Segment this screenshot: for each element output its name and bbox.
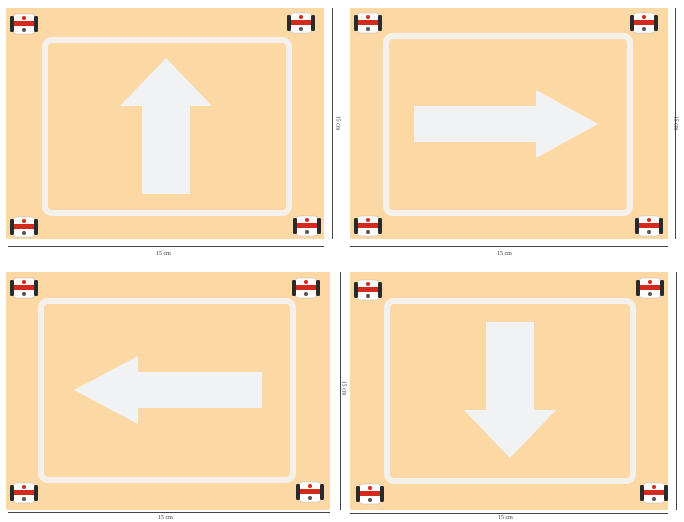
arrow-down-icon <box>460 320 560 460</box>
dimension-line-horizontal <box>350 513 668 514</box>
robot-icon <box>287 11 315 35</box>
robot-icon <box>354 214 382 238</box>
robot-icon <box>356 482 384 506</box>
robot-icon <box>10 12 38 36</box>
robot-icon <box>296 480 324 504</box>
robot-icon <box>10 215 38 239</box>
card-panel-up <box>6 8 324 239</box>
robot-icon <box>293 214 321 238</box>
robot-icon <box>354 278 382 302</box>
dimension-label-height: 15 cm <box>340 381 346 396</box>
dimension-label-width: 15 cm <box>158 515 173 521</box>
dimension-line-horizontal <box>350 246 668 247</box>
robot-icon <box>640 481 668 505</box>
dimension-label-height: 15 cm <box>334 116 340 131</box>
robot-icon <box>354 11 382 35</box>
dimension-label-width: 15 cm <box>156 251 171 257</box>
robot-icon <box>10 276 38 300</box>
dimension-label-width: 15 cm <box>497 251 512 257</box>
card-panel-right <box>350 8 668 239</box>
arrow-up-icon <box>116 56 216 196</box>
dimension-label-height: 15 cm <box>672 116 678 131</box>
robot-icon <box>635 214 663 238</box>
dimension-line-horizontal <box>8 246 324 247</box>
arrow-left-icon <box>72 354 264 426</box>
dimension-line-vertical <box>332 8 333 239</box>
robot-icon <box>630 11 658 35</box>
robot-icon <box>10 481 38 505</box>
robot-icon <box>636 276 664 300</box>
card-panel-down <box>350 272 668 510</box>
card-panel-left <box>6 272 330 510</box>
dimension-line-horizontal <box>8 512 330 513</box>
robot-icon <box>292 276 320 300</box>
arrow-right-icon <box>412 88 600 160</box>
dimension-line-vertical <box>676 272 677 510</box>
dimension-label-width: 15 cm <box>498 515 513 521</box>
